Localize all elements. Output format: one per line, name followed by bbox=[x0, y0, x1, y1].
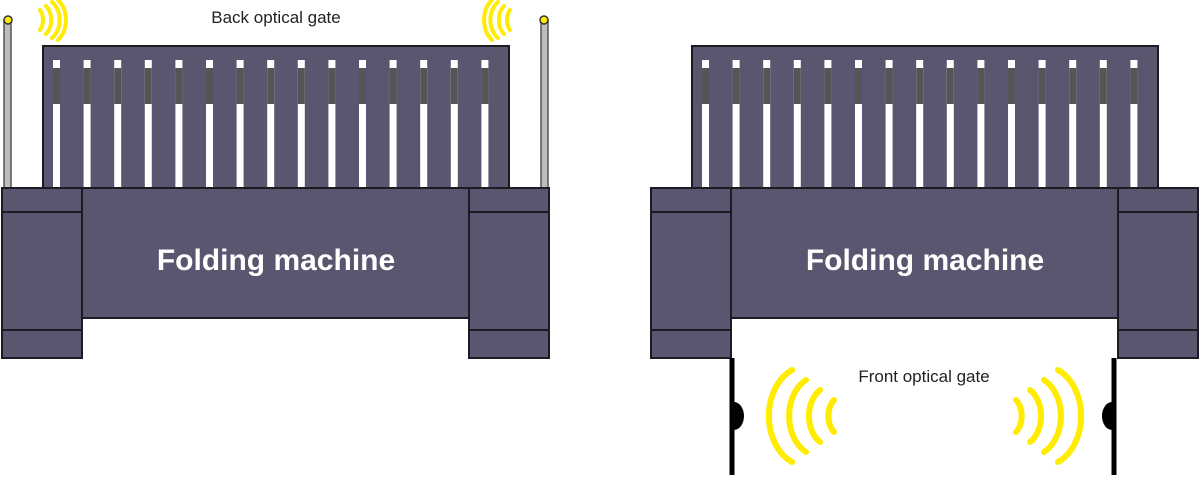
base-left-block bbox=[650, 187, 732, 359]
feeder-slot bbox=[855, 60, 862, 188]
feeder-slot bbox=[763, 60, 771, 188]
feeder-slot-stack bbox=[916, 68, 924, 104]
feeder-slot-stack bbox=[855, 68, 862, 104]
feeder-slot-stack bbox=[1130, 68, 1138, 104]
optical-sensor-icon bbox=[1102, 358, 1117, 475]
feeder-slot-stack bbox=[885, 68, 893, 104]
feeder-slot bbox=[420, 60, 428, 188]
feeder-slot bbox=[885, 60, 893, 188]
feeder-slot-stack bbox=[1099, 68, 1107, 104]
feeder-slot bbox=[175, 60, 183, 188]
feeder-slot bbox=[83, 60, 91, 188]
feeder-slot bbox=[236, 60, 244, 188]
feeder-slot-stack bbox=[824, 68, 832, 104]
feeder-slot-stack bbox=[328, 68, 336, 104]
back-gate-label: Back optical gate bbox=[211, 8, 340, 27]
feeder-slot bbox=[1038, 60, 1046, 188]
feeder-slot bbox=[389, 60, 397, 188]
left-post-right-cap bbox=[539, 15, 549, 25]
feeder-slot bbox=[328, 60, 336, 188]
feeder-slot bbox=[297, 60, 305, 188]
base-left-block bbox=[1, 187, 83, 359]
feeder-slot-stack bbox=[763, 68, 771, 104]
feeder-slot-stack bbox=[1008, 68, 1015, 104]
machine-body bbox=[81, 187, 470, 319]
feeder-slot-stack bbox=[793, 68, 801, 104]
feeder-slot-stack bbox=[702, 68, 709, 104]
machine-right: Folding machine Front optical gate bbox=[650, 45, 1199, 475]
feeder-slot-stack bbox=[114, 68, 122, 104]
signal-waves-icon bbox=[765, 367, 837, 465]
feeder-slot bbox=[916, 60, 924, 188]
feeder-slot-stack bbox=[977, 68, 985, 104]
feeder-slot bbox=[144, 60, 152, 188]
base-right-block bbox=[1117, 187, 1199, 359]
feeder-slot-stack bbox=[297, 68, 305, 104]
feeder-slot-stack bbox=[1038, 68, 1046, 104]
feeder-slot-stack bbox=[236, 68, 244, 104]
optical-sensor-icon bbox=[729, 358, 744, 475]
feeder-slot-stack bbox=[1069, 68, 1077, 104]
feeder-slot bbox=[977, 60, 985, 188]
feeder-slot-stack bbox=[359, 68, 366, 104]
left-post-left bbox=[3, 19, 12, 191]
machine-label: Folding machine bbox=[157, 244, 395, 277]
feeder-slot-stack bbox=[946, 68, 954, 104]
feeder-slot bbox=[946, 60, 954, 188]
feeder-slot-stack bbox=[83, 68, 91, 104]
feeder-slot bbox=[450, 60, 458, 188]
feeder-slot bbox=[824, 60, 832, 188]
feeder-slot bbox=[1008, 60, 1015, 188]
signal-waves-icon bbox=[38, 0, 68, 42]
feeder-slots bbox=[702, 60, 1138, 188]
machine-left: Folding machine Back optical gate bbox=[1, 0, 550, 359]
left-post-left-cap bbox=[3, 15, 13, 25]
feeder-slot-stack bbox=[481, 68, 489, 104]
feeder-slot-stack bbox=[206, 68, 213, 104]
feeder-slot-stack bbox=[450, 68, 458, 104]
feeder-slot bbox=[702, 60, 709, 188]
feeder-slot-stack bbox=[267, 68, 275, 104]
feeder-slot bbox=[793, 60, 801, 188]
base-right-block bbox=[468, 187, 550, 359]
feeder-slot bbox=[359, 60, 366, 188]
left-post-right bbox=[540, 19, 549, 191]
feeder-slot bbox=[206, 60, 213, 188]
feeder-slot-stack bbox=[53, 68, 60, 104]
feeder-panel bbox=[42, 45, 510, 192]
feeder-slot-stack bbox=[732, 68, 740, 104]
front-gate-label: Front optical gate bbox=[858, 367, 989, 386]
feeder-slot-stack bbox=[144, 68, 152, 104]
signal-waves-icon bbox=[482, 0, 512, 42]
feeder-slot bbox=[732, 60, 740, 188]
feeder-slot-stack bbox=[420, 68, 428, 104]
feeder-slot bbox=[1069, 60, 1077, 188]
feeder-slot bbox=[1130, 60, 1138, 188]
feeder-panel bbox=[691, 45, 1159, 192]
feeder-slot bbox=[481, 60, 489, 188]
machine-body bbox=[730, 187, 1119, 319]
machine-label: Folding machine bbox=[806, 244, 1044, 277]
feeder-slot bbox=[114, 60, 122, 188]
feeder-slot bbox=[53, 60, 60, 188]
signal-waves-icon bbox=[1013, 367, 1085, 465]
feeder-slot-stack bbox=[389, 68, 397, 104]
feeder-slot bbox=[267, 60, 275, 188]
feeder-slot bbox=[1099, 60, 1107, 188]
feeder-slot-stack bbox=[175, 68, 183, 104]
feeder-slots bbox=[53, 60, 489, 188]
